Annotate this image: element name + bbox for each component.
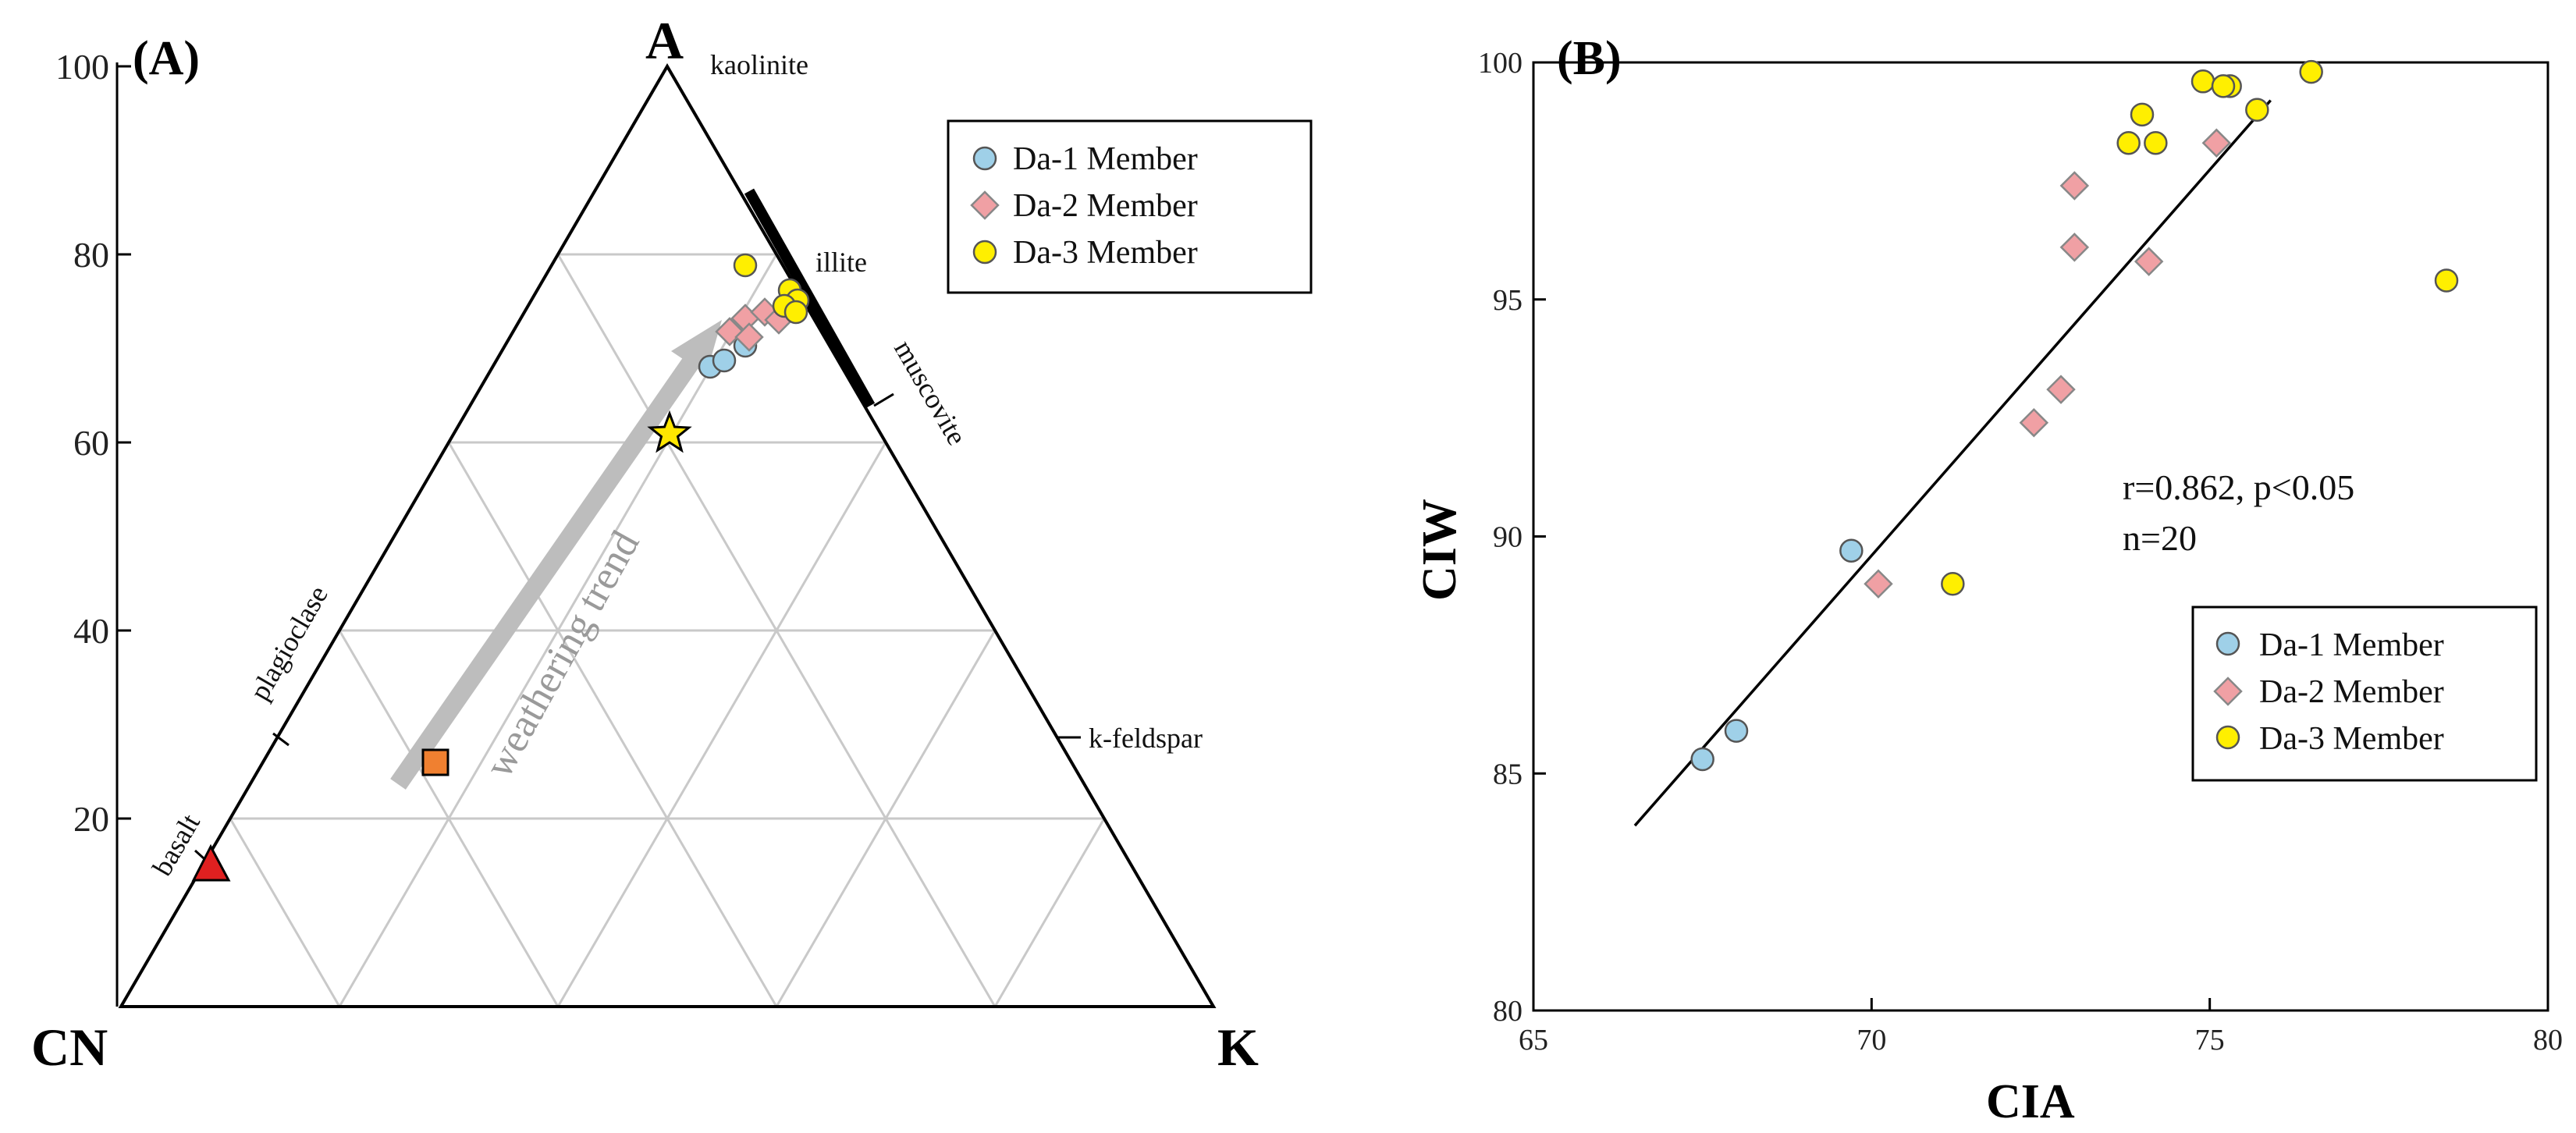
scatter-da3-point [2190, 69, 2215, 94]
vertex-a-label: A [645, 11, 684, 70]
grid-line-cn-40 [447, 442, 778, 1007]
legend-b-da2-marker [2213, 677, 2243, 706]
scatter-da3-point [2299, 59, 2323, 84]
x-tick-label-70: 70 [1856, 1024, 1886, 1057]
y-axis-title: CIW [1413, 499, 1466, 601]
k-feldspar-label: k-feldspar [1089, 723, 1203, 754]
panel-a-label: (A) [133, 32, 200, 85]
muscovite-tick [873, 392, 894, 407]
scatter-da2-point [2134, 247, 2164, 276]
legend-b-box [2191, 606, 2538, 782]
scatter-da2-point [2046, 375, 2076, 404]
legend-b: Da-1 Member Da-2 Member Da-3 Member [2191, 606, 2538, 782]
kaolinite-label: kaolinite [710, 49, 808, 80]
legend-b-da1-marker [2215, 631, 2240, 656]
legend-a: Da-1 Member Da-2 Member Da-3 Member [947, 119, 1313, 294]
legend-b-da2-label: Da-2 Member [2259, 674, 2444, 710]
left-tick-label-20: 20 [73, 799, 109, 839]
scatter-da3-point [1941, 572, 1965, 596]
scatter-points [1690, 59, 2459, 772]
y-tick-label-80: 80 [1493, 995, 1523, 1028]
scatter-da1-point [1690, 747, 1714, 772]
left-scale-ticks: 20 40 60 80 100 [55, 47, 131, 839]
left-tick-label-60: 60 [73, 423, 109, 463]
legend-a-da3-label: Da-3 Member [1013, 235, 1198, 271]
ternary-da2-point [734, 322, 764, 352]
left-tick-label-80: 80 [73, 235, 109, 275]
scatter-da2-point [2201, 128, 2232, 158]
grid-line-k-60 [775, 630, 997, 1007]
x-tick-label-80: 80 [2533, 1024, 2563, 1057]
legend-a-da1-marker [972, 146, 997, 171]
scatter-da1-point [1839, 538, 1864, 563]
grid-line-k-40 [556, 442, 887, 1007]
scatter-da2-point [1864, 569, 1893, 598]
plot-frame [1532, 61, 2549, 1012]
y-tick-label-95: 95 [1493, 284, 1523, 317]
legend-a-da1-label: Da-1 Member [1013, 141, 1198, 177]
scatter-da3-point [2434, 268, 2459, 293]
ternary-points [698, 253, 810, 379]
scatter-da1-point [1724, 719, 1749, 743]
ternary-da1-point [712, 348, 737, 373]
legend-b-da1-label: Da-1 Member [2259, 627, 2444, 663]
scatter-da3-point [2144, 131, 2168, 155]
weathering-trend-arrow [390, 320, 722, 790]
x-axis-title: CIA [1986, 1075, 2075, 1128]
grid-line-cn-60 [338, 630, 560, 1007]
scatter-panel: 65 70 75 80 80 85 90 95 100 (B) CIA CIW r=0.862,… [1413, 32, 2563, 1128]
ternary-da3-point [733, 253, 758, 278]
legend-a-da2-label: Da-2 Member [1013, 188, 1198, 224]
left-tick-label-40: 40 [73, 611, 109, 651]
ternary-da3-point [783, 300, 808, 325]
panel-b-label: (B) [1557, 32, 1622, 85]
y-tick-label-100: 100 [1478, 47, 1523, 80]
scatter-da3-point [2116, 131, 2141, 155]
plagioclase-tick [272, 732, 290, 747]
square-marker [421, 748, 449, 776]
scatter-da3-point [2211, 74, 2236, 98]
stat-annotation-n: n=20 [2123, 518, 2197, 558]
legend-a-da2-marker [970, 190, 1000, 220]
grid-line-cn-80 [229, 818, 341, 1007]
ternary-triangle [118, 63, 1217, 1008]
vertex-k-label: K [1217, 1018, 1259, 1077]
scatter-da3-point [2130, 102, 2155, 127]
scatter-ticks: 65 70 75 80 80 85 90 95 100 [1478, 47, 2563, 1057]
scatter-da2-point [2059, 171, 2090, 201]
legend-b-da3-marker [2215, 725, 2240, 750]
scatter-da3-point [2245, 98, 2269, 122]
scatter-da2-point [2059, 233, 2090, 262]
ternary-left-scale: 20 40 60 80 100 [55, 47, 131, 1007]
illite-label: illite [815, 247, 867, 278]
vertex-cn-label: CN [31, 1018, 108, 1077]
trend-arrow-shaft [390, 357, 698, 790]
grid-line-k-80 [993, 818, 1106, 1007]
plagioclase-label: plagioclase [243, 581, 334, 705]
fit-line [1633, 99, 2272, 827]
illite-muscovite-bar [744, 188, 876, 409]
basalt-label: basalt [146, 808, 206, 881]
legend-a-da3-marker [972, 240, 997, 265]
y-tick-label-90: 90 [1493, 521, 1523, 554]
y-tick-label-85: 85 [1493, 758, 1523, 790]
muscovite-label: muscovite [888, 335, 973, 450]
star-marker [647, 410, 692, 453]
x-tick-label-65: 65 [1519, 1024, 1548, 1057]
stat-annotation-r: r=0.862, p<0.05 [2123, 467, 2354, 507]
legend-b-da3-label: Da-3 Member [2259, 721, 2444, 757]
x-tick-label-75: 75 [2195, 1024, 2225, 1057]
legend-a-box [947, 119, 1313, 294]
left-tick-label-100: 100 [55, 47, 109, 87]
basalt-marker [191, 844, 231, 882]
ternary-grid [229, 253, 1106, 1007]
scatter-da2-point [2019, 407, 2049, 438]
